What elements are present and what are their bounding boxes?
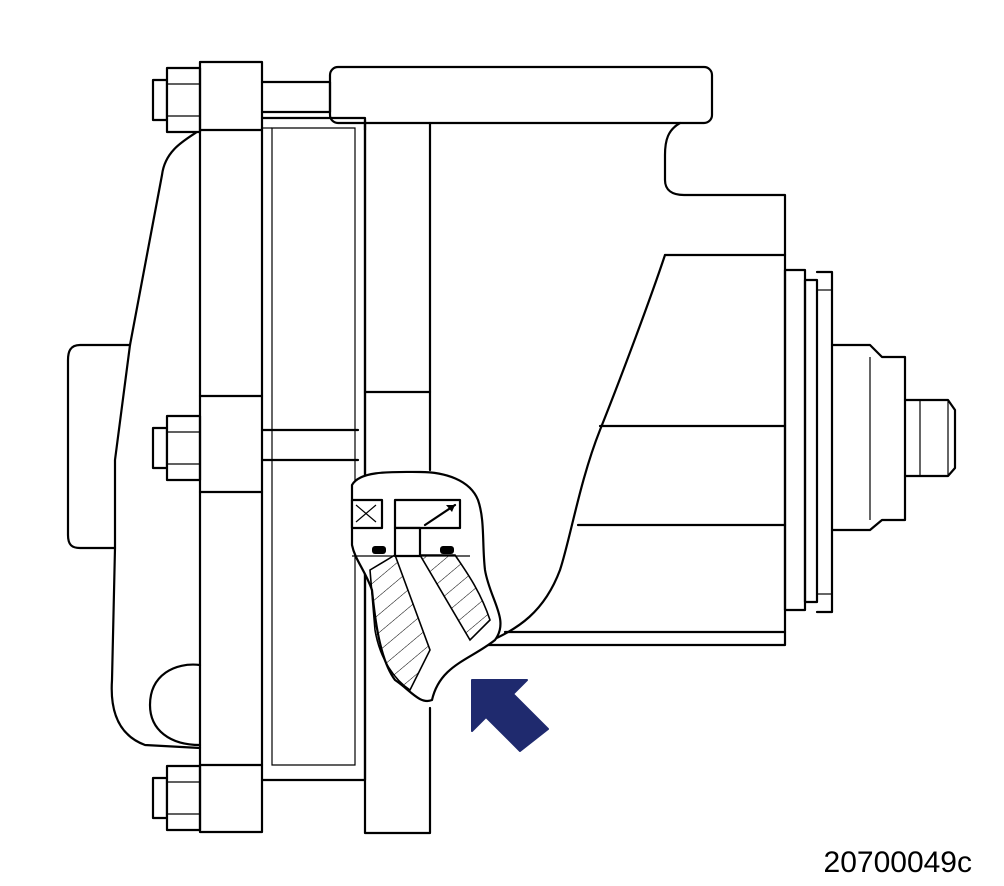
seal-cutaway (350, 470, 502, 703)
spacer-body (260, 116, 367, 782)
part-number-label: 20700049c (823, 846, 972, 879)
housing-cone-curve (478, 253, 667, 647)
rear-cover-inner-edge (113, 343, 132, 550)
shaft-end (903, 398, 957, 478)
flange-plate (198, 60, 264, 834)
shaft-hub (830, 343, 907, 532)
top-bar (260, 80, 332, 114)
housing-neck (448, 121, 787, 657)
bolt-bottom (151, 764, 202, 832)
lower-bulge (148, 663, 202, 747)
arrow-up-left-icon (471, 679, 549, 752)
bolt-middle (151, 414, 202, 482)
bolt-top (151, 66, 202, 134)
rear-cover-outline (66, 128, 202, 750)
top-manifold (328, 65, 714, 125)
shaft-flange (783, 268, 834, 614)
